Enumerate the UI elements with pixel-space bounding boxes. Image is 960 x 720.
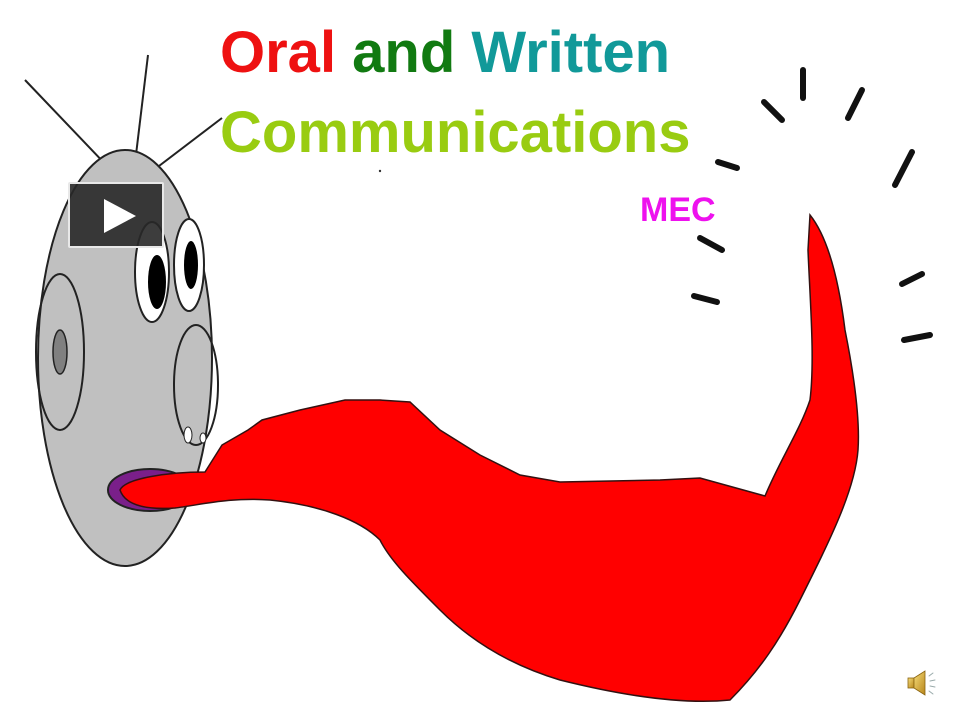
title-line-2: Communications — [220, 100, 691, 165]
speck — [378, 169, 382, 173]
burst-dashes — [691, 67, 933, 343]
ear-inner — [52, 329, 68, 375]
cheek — [173, 324, 219, 446]
pupil-left — [148, 255, 166, 309]
pupil-right — [184, 241, 198, 289]
title-word-oral: Oral — [220, 20, 337, 85]
cheek-dot — [183, 426, 193, 444]
title-word-and: and — [336, 20, 456, 85]
title-word-written: Written — [455, 20, 671, 85]
ear-outer — [35, 273, 85, 431]
play-icon — [104, 199, 136, 233]
audio-button[interactable] — [905, 668, 941, 698]
subtitle: MEC — [640, 191, 716, 229]
play-button[interactable] — [68, 182, 164, 248]
speaker-icon — [907, 670, 936, 696]
cheek-dot — [199, 432, 207, 444]
tongue — [119, 213, 860, 703]
title-line-1: Oral and Written — [220, 24, 670, 82]
